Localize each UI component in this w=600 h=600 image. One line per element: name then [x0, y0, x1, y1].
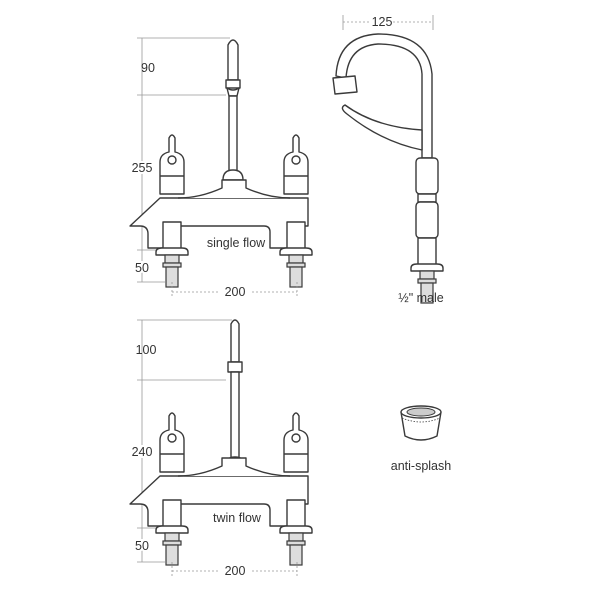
pillar-tap-reach-dimension: 125 — [372, 15, 393, 29]
single-flow-label: single flow — [207, 236, 266, 250]
twin-flow-label: twin flow — [213, 511, 262, 525]
single-flow-tail-dimension: 50 — [135, 261, 149, 275]
twin-flow-spout-dimension: 100 — [136, 343, 157, 357]
anti-splash-drawing — [400, 405, 442, 441]
anti-splash-label: anti-splash — [391, 459, 451, 473]
pillar-tap-drawing — [332, 15, 444, 304]
twin-flow-height-dimension: 240 — [132, 445, 153, 459]
pillar-tap-label: ½" male — [398, 291, 443, 305]
single-flow-centres-dimension: 200 — [225, 285, 246, 299]
twin-flow-centres-dimension: 200 — [225, 564, 246, 578]
twin-flow-tap-drawing — [129, 319, 313, 577]
twin-flow-tail-dimension: 50 — [135, 539, 149, 553]
single-flow-spout-dimension: 90 — [141, 61, 155, 75]
single-flow-height-dimension: 255 — [132, 161, 153, 175]
single-flow-tap-drawing — [129, 37, 313, 298]
